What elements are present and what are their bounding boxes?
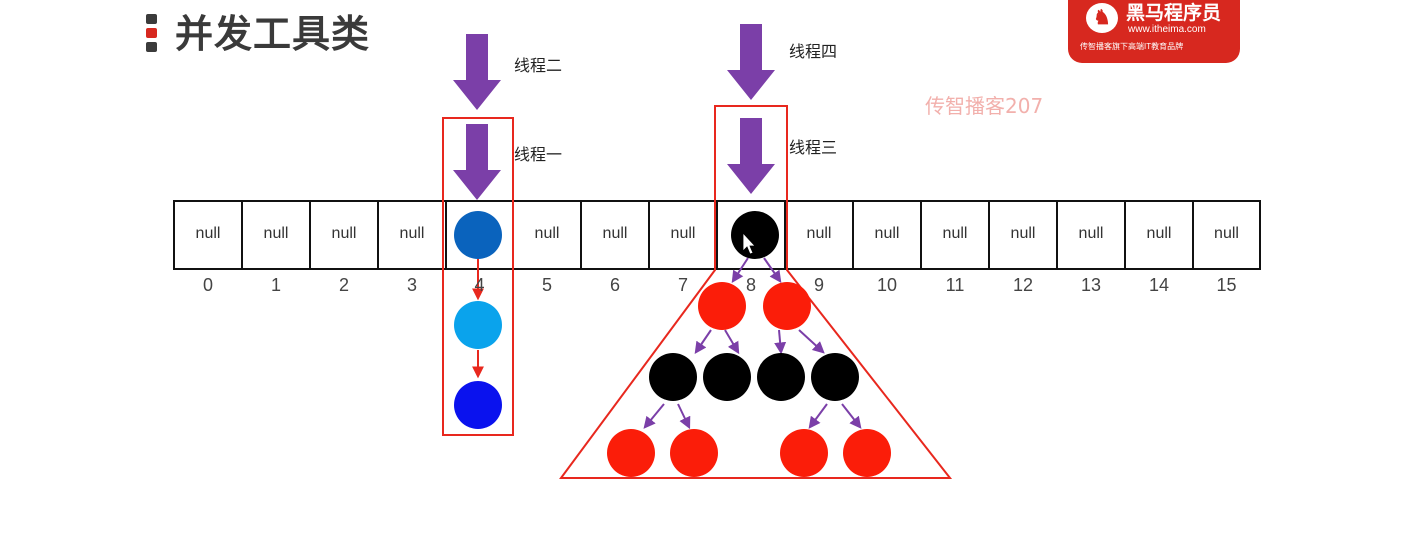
list-node xyxy=(454,381,502,429)
index-label-8: 8 xyxy=(745,275,756,295)
title-marker xyxy=(146,28,157,38)
index-label-1: 1 xyxy=(270,275,281,295)
tree-node-red xyxy=(670,429,718,477)
tree-node-black xyxy=(811,353,859,401)
tree-node-red xyxy=(607,429,655,477)
logo-slogan: 传智播客旗下高端IT教育品牌 xyxy=(1080,42,1184,51)
index-label-6: 6 xyxy=(609,275,620,295)
cell-null-5: null xyxy=(534,225,560,242)
cell-null-12: null xyxy=(1010,225,1036,242)
tree-node-red xyxy=(780,429,828,477)
cell-null-13: null xyxy=(1078,225,1104,242)
bucket-8-highlight xyxy=(559,105,953,479)
index-label-0: 0 xyxy=(202,275,213,295)
bucket-4-highlight xyxy=(442,117,514,436)
cell-null-14: null xyxy=(1146,225,1172,242)
index-label-15: 15 xyxy=(1216,275,1237,295)
horse-logo-icon: ♞ xyxy=(1086,3,1118,33)
tree-node-red xyxy=(763,282,811,330)
title-marker xyxy=(146,14,157,24)
cell-null-3: null xyxy=(399,225,425,242)
index-label-10: 10 xyxy=(876,275,898,295)
thread-arrows xyxy=(453,24,775,200)
index-label-9: 9 xyxy=(813,275,824,295)
brand-logo: ♞ 黑马程序员 www.itheima.com 传智播客旗下高端IT教育品牌 xyxy=(1068,0,1240,63)
cell-null-10: null xyxy=(874,225,900,242)
index-label-4: 4 xyxy=(474,275,485,295)
thread-two-arrow xyxy=(453,34,501,110)
index-label-11: 11 xyxy=(945,275,965,295)
thread-one-arrow xyxy=(453,124,501,200)
cell-null-15: null xyxy=(1214,225,1239,242)
thread-four-label: 线程四 xyxy=(789,42,838,61)
logo-url: www.itheima.com xyxy=(1128,24,1206,35)
index-label-13: 13 xyxy=(1080,275,1102,295)
thread-four-arrow xyxy=(727,24,775,100)
index-label-5: 5 xyxy=(541,275,552,295)
thread-one-label: 线程一 xyxy=(514,145,563,164)
mouse-cursor-icon xyxy=(742,231,756,255)
thread-two-label: 线程二 xyxy=(514,56,563,75)
tree-node-black xyxy=(757,353,805,401)
watermark: 传智播客207 xyxy=(925,94,1044,118)
thread-three-label: 线程三 xyxy=(789,138,838,157)
index-label-12: 12 xyxy=(1012,275,1034,295)
cell-null-11: null xyxy=(942,225,968,242)
tree-node-red xyxy=(698,282,746,330)
list-node-head xyxy=(454,211,502,259)
cell-null-1: null xyxy=(263,225,289,242)
title-marker xyxy=(146,42,157,52)
cell-null-2: null xyxy=(331,225,357,242)
tree-edges xyxy=(643,257,862,430)
index-label-2: 2 xyxy=(338,275,349,295)
page-title: 并发工具类 xyxy=(175,12,371,56)
list-node xyxy=(454,301,502,349)
index-label-3: 3 xyxy=(406,275,417,295)
index-label-7: 7 xyxy=(677,275,688,295)
thread-three-arrow xyxy=(727,118,775,194)
cell-null-6: null xyxy=(602,225,628,242)
cell-null-7: null xyxy=(670,225,696,242)
tree-node-black xyxy=(649,353,697,401)
tree-root-node xyxy=(731,211,779,259)
cell-null-9: null xyxy=(806,225,832,242)
index-label-14: 14 xyxy=(1148,275,1170,295)
tree-node-black xyxy=(703,353,751,401)
cell-null-0: null xyxy=(195,225,221,242)
logo-name: 黑马程序员 xyxy=(1126,3,1222,24)
tree-node-red xyxy=(843,429,891,477)
